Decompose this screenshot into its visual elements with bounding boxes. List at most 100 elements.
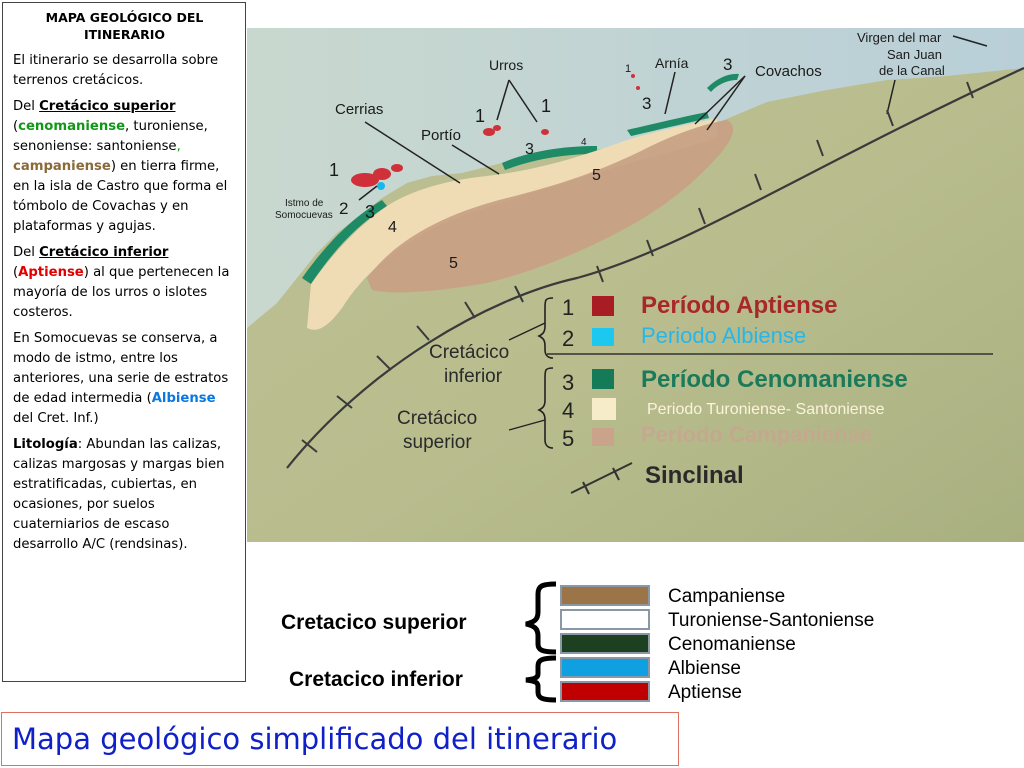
campaniense-term: campaniense: [13, 159, 111, 174]
map-number: 3: [525, 141, 534, 158]
map-number: 4: [581, 137, 587, 148]
p2-rest: ) en tierra firme, en la isla de Castro …: [13, 159, 228, 234]
cretaceous-upper-paragraph: Del Cretácico superior (cenomaniense, tu…: [13, 97, 236, 237]
place-urros: Urros: [489, 57, 523, 73]
legend-swatches: [560, 585, 650, 705]
map-layer-numbers: 1 3 3 1 1 3 4 5 1 2 3 4 5: [329, 55, 732, 272]
legend-name-albiense: Albiense: [668, 658, 741, 679]
legend-brace-lower: [537, 297, 554, 359]
legend-name-cenomaniense: Cenomaniense: [668, 634, 796, 655]
map-number: 5: [449, 255, 458, 272]
p3-rest: ) al que pertenecen la mayoría de los ur…: [13, 265, 230, 320]
syncline-tick: [301, 439, 318, 453]
aptiense-blob: [493, 125, 501, 131]
brace-superior: [525, 581, 557, 655]
p3-prefix: Del: [13, 245, 40, 260]
legend-brace-upper: [537, 367, 554, 449]
swatch-campaniense: [560, 585, 650, 606]
map-number: 2: [339, 199, 348, 218]
place-de-la-canal: de la Canal: [879, 63, 945, 78]
legend-leader-inferior: [508, 322, 546, 341]
urros-leader-b: [508, 79, 538, 123]
syncline-axis: [286, 67, 1024, 469]
map-number: 1: [541, 96, 551, 116]
map-leader-lines: [358, 35, 988, 201]
map-number: 3: [642, 94, 651, 113]
aptiense-term: Aptiense: [18, 265, 84, 280]
cenomaniense-islet: [707, 73, 739, 92]
legend-swatch-aptiense: [592, 296, 614, 316]
albiense-outcrop: [377, 182, 385, 190]
urros-leader-a: [496, 79, 510, 121]
label-cretacico-superior: Cretacico superior: [281, 611, 467, 634]
cretaceous-lower-term: Cretácico inferior: [39, 245, 169, 260]
cerrias-leader: [364, 121, 461, 184]
legend-cret-sup-line1: Cretácico: [397, 408, 477, 429]
legend-leader-superior: [508, 419, 546, 431]
legend-campaniense: Período Campaniense: [641, 422, 872, 447]
p4-rest: del Cret. Inf.): [13, 411, 99, 426]
aptiense-blob: [483, 128, 495, 136]
syncline-tick: [698, 207, 706, 225]
swatch-turoniense-santoniense: [560, 609, 650, 630]
place-covachos: Covachos: [755, 63, 822, 80]
p2-prefix: Del: [13, 99, 40, 114]
virgen-leader: [952, 35, 988, 47]
legend-name-aptiense: Aptiense: [668, 682, 742, 703]
map-number: 1: [329, 160, 339, 180]
map-number: 5: [592, 167, 601, 184]
aptiense-outcrops: [351, 74, 640, 187]
map-number: 1: [625, 63, 631, 75]
legend-swatch-campaniense: [592, 428, 614, 446]
legend-cenomaniense: Período Cenomaniense: [641, 366, 908, 393]
place-portio: Portío: [421, 127, 461, 144]
arnia-leader: [664, 71, 676, 115]
legend-syncline-symbol: [570, 462, 633, 494]
aptiense-blob: [351, 173, 379, 187]
aptiense-blob: [373, 168, 391, 180]
syncline-tick: [754, 173, 762, 191]
sanjuan-leader: [886, 79, 896, 115]
legend-sinclinal: Sinclinal: [645, 462, 744, 489]
aptiense-blob: [391, 164, 403, 172]
p3-open: (: [13, 265, 19, 280]
syncline-tick: [646, 239, 654, 257]
map-number: 3: [723, 55, 732, 74]
place-istmo: Istmo de: [285, 198, 324, 209]
p2-middle: , turoniense, senoniense: santoniense: [13, 119, 208, 154]
lithology-term: Litología: [13, 437, 78, 452]
istmo-leader: [358, 185, 378, 201]
syncline-tick: [376, 355, 392, 371]
swatch-aptiense: [560, 681, 650, 702]
place-labels: Virgen del mar San Juan de la Canal Urro…: [275, 30, 945, 221]
panel-title: MAPA GEOLÓGICO DEL ITINERARIO: [45, 10, 204, 42]
legend-braces: [525, 581, 557, 703]
geological-map: Virgen del mar San Juan de la Canal Urro…: [247, 28, 1024, 542]
place-cerrias: Cerrias: [335, 101, 383, 118]
legend-cret-inf-line2: inferior: [444, 366, 503, 387]
legend-cret-sup-line2: superior: [403, 432, 472, 453]
cenomaniense-term: cenomaniense: [18, 119, 126, 134]
cretaceous-lower-paragraph: Del Cretácico inferior (Aptiense) al que…: [13, 243, 236, 323]
legend-names: Campaniense Turoniense-Santoniense Cenom…: [668, 585, 874, 705]
legend-name-campaniense: Campaniense: [668, 586, 786, 607]
legend-swatch-albiense: [592, 328, 614, 346]
syncline-tick: [816, 139, 824, 157]
swatch-cenomaniense: [560, 633, 650, 654]
swatch-albiense: [560, 657, 650, 678]
legend-cret-inf-line1: Cretácico: [429, 342, 509, 363]
cenomaniense-coast-right: [627, 112, 709, 136]
label-cretacico-inferior: Cretacico inferior: [289, 668, 463, 691]
place-san-juan: San Juan: [887, 47, 942, 62]
place-arnia: Arnía: [655, 55, 689, 71]
cenomaniense-coast-mid: [502, 146, 597, 170]
syncline-tick: [514, 285, 524, 303]
legend-syncline-tick: [582, 481, 590, 495]
syncline-tick: [464, 301, 476, 319]
sea-area: [247, 28, 1024, 328]
map-number: 4: [388, 219, 397, 236]
legend-number: 3: [562, 370, 574, 395]
aptiense-blob: [541, 129, 549, 135]
syncline-ticks: [301, 81, 974, 453]
legend-number: 1: [562, 295, 574, 320]
